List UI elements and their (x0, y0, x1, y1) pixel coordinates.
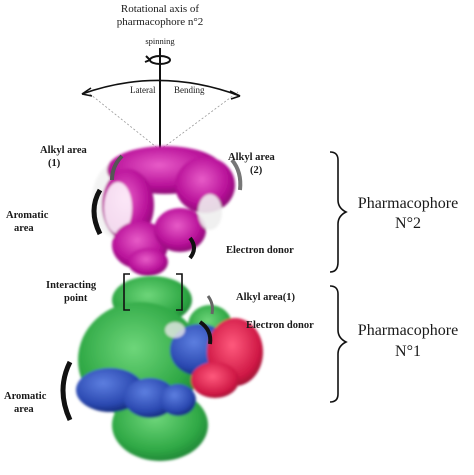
aromatic-p2-marker (91, 188, 103, 236)
alkyl1-p2-marker (110, 154, 124, 181)
alkyl2-p2-label-line1: Alkyl area (228, 152, 276, 163)
alkyl2-p2-marker (230, 158, 243, 191)
interacting-label-line2: point (64, 293, 88, 304)
axis-title-line1: Rotational axis of (121, 3, 200, 15)
interacting-label-line1: Interacting (46, 280, 97, 291)
spinning-label: spinning (145, 36, 175, 46)
pharmacophore2-title-line1: Pharmacophore (358, 195, 458, 212)
alkyl2-p2-label-line2: (2) (250, 165, 263, 176)
aromatic-p1-marker (60, 360, 73, 422)
bending-limit-left (84, 89, 161, 151)
pharmacophore1-title-line1: Pharmacophore (358, 322, 458, 339)
bending-arrow-left-icon (81, 87, 93, 97)
pharmacophore1-surface (76, 276, 263, 461)
aromatic-p2-label-line2: area (14, 223, 34, 234)
axis-title-line2: pharmacophore n°2 (117, 16, 204, 28)
pharmacophore1-title-line2: N°1 (395, 343, 421, 360)
electron-donor-p2-label: Electron donor (226, 245, 294, 256)
area-markers (60, 154, 243, 422)
alkyl1-p2-label-line1: Alkyl area (40, 145, 88, 156)
alkyl-p1-marker (206, 295, 214, 315)
electron-donor-p2-marker (188, 236, 196, 260)
rotation-axis-group (81, 48, 241, 151)
aromatic-p1-label-line1: Aromatic (4, 391, 47, 402)
alkyl-p1-label: Alkyl area(1) (236, 292, 296, 303)
electron-donor-p1-marker (198, 320, 213, 345)
bending-arrow-right-icon (229, 90, 241, 100)
bending-limit-right (159, 91, 239, 151)
electron-donor-p1-label: Electron donor (246, 320, 314, 331)
pharmacophore2-brace (329, 151, 348, 273)
pharmacophore2-title-line2: N°2 (395, 215, 421, 232)
alkyl1-p2-label-line2: (1) (48, 158, 61, 169)
interacting-left-bracket (123, 273, 130, 311)
bending-arc (81, 79, 241, 97)
pharmacophore1-brace (329, 285, 348, 403)
aromatic-p1-label-line2: area (14, 404, 34, 415)
pharmacophore2-surface (92, 146, 235, 276)
lateral-label: Lateral (130, 85, 156, 95)
interacting-right-bracket (176, 273, 183, 311)
bending-label: Bending (174, 85, 205, 95)
aromatic-p2-label-line1: Aromatic (6, 210, 49, 221)
